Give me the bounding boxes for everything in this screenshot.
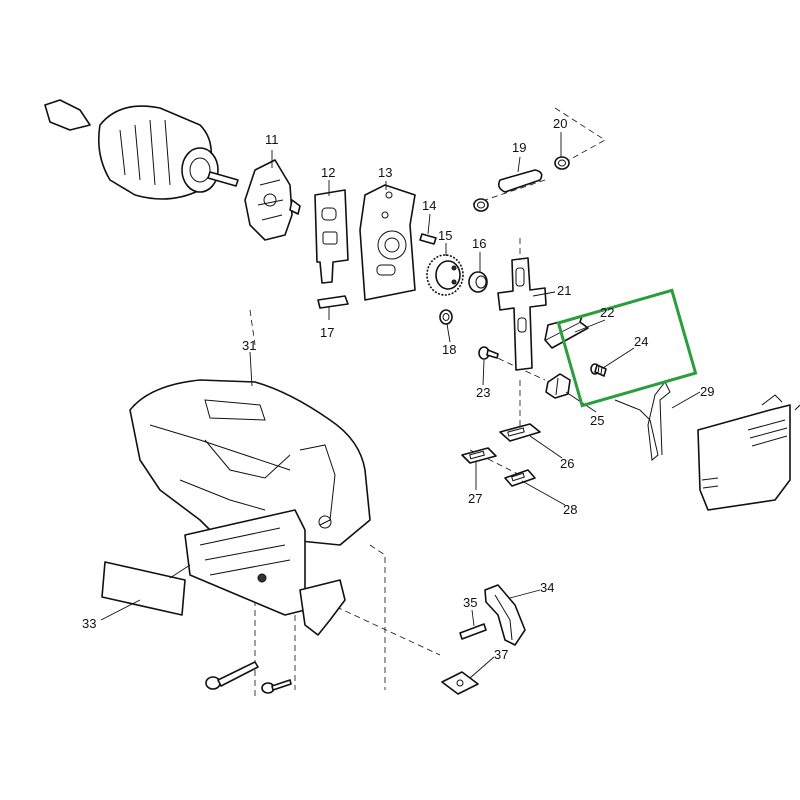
part-24-pin bbox=[590, 363, 607, 377]
part-37-nut bbox=[441, 671, 479, 695]
part-20-ring bbox=[554, 156, 570, 170]
callout-25: 25 bbox=[590, 413, 604, 428]
highlight-box-part-24 bbox=[556, 288, 698, 408]
callout-33: 33 bbox=[82, 616, 96, 631]
callout-13: 13 bbox=[378, 165, 392, 180]
housing-screws bbox=[205, 661, 292, 694]
part-13-gear-plate bbox=[359, 184, 416, 301]
callout-24: 24 bbox=[634, 334, 648, 349]
part-29-lever bbox=[614, 381, 671, 461]
callout-37: 37 bbox=[494, 647, 508, 662]
callout-22: 22 bbox=[600, 305, 614, 320]
side-cover bbox=[697, 394, 800, 511]
callout-12: 12 bbox=[321, 165, 335, 180]
callout-17: 17 bbox=[320, 325, 334, 340]
callout-16: 16 bbox=[472, 236, 486, 251]
part-21-plunger bbox=[497, 257, 547, 371]
callout-28: 28 bbox=[563, 502, 577, 517]
callout-21: 21 bbox=[557, 283, 571, 298]
callout-19: 19 bbox=[512, 140, 526, 155]
part-18-washer bbox=[439, 309, 453, 325]
part-12-plate bbox=[314, 189, 349, 284]
part-11-bracket bbox=[244, 159, 301, 241]
callout-15: 15 bbox=[438, 228, 452, 243]
part-27-slide bbox=[461, 447, 497, 464]
motor-assembly bbox=[44, 99, 239, 200]
callout-18: 18 bbox=[442, 342, 456, 357]
callout-labels: 11 12 13 14 15 16 17 18 19 20 21 22 23 2… bbox=[82, 116, 714, 662]
part-35-pin bbox=[459, 623, 487, 640]
part-23-screw bbox=[478, 346, 499, 360]
callout-34: 34 bbox=[540, 580, 554, 595]
part-25-holder bbox=[545, 373, 571, 399]
part-22-guide bbox=[544, 315, 589, 349]
part-26-slide bbox=[499, 423, 541, 442]
callout-14: 14 bbox=[422, 198, 436, 213]
callout-31: 31 bbox=[242, 338, 256, 353]
callout-27: 27 bbox=[468, 491, 482, 506]
callout-23: 23 bbox=[476, 385, 490, 400]
callout-20: 20 bbox=[553, 116, 567, 131]
part-19-roller bbox=[473, 169, 543, 212]
callout-26: 26 bbox=[560, 456, 574, 471]
part-16-bushing bbox=[468, 271, 488, 293]
part-28-slide bbox=[504, 469, 536, 487]
part-31-housing bbox=[129, 379, 371, 636]
part-33-label bbox=[101, 561, 186, 616]
part-34-lever bbox=[484, 584, 526, 646]
part-14-pin bbox=[419, 233, 437, 245]
callout-11: 11 bbox=[265, 132, 279, 147]
callout-35: 35 bbox=[463, 595, 477, 610]
callout-29: 29 bbox=[700, 384, 714, 399]
part-17-plate bbox=[317, 295, 349, 309]
part-15-gear bbox=[426, 254, 464, 296]
